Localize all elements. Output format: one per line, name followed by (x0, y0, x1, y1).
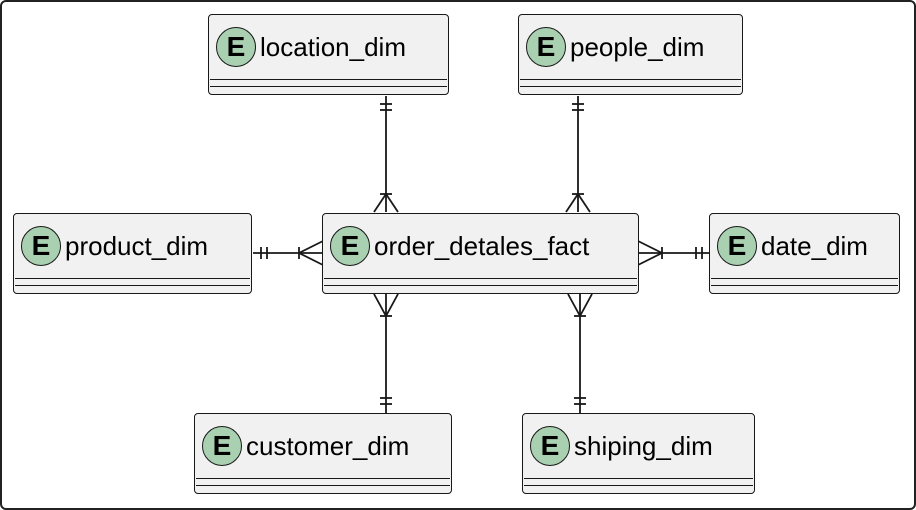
entity-customer-dim[interactable]: E customer_dim (194, 413, 452, 494)
entity-name: people_dim (570, 31, 705, 62)
entity-divider (196, 485, 450, 486)
relationship-product-order (253, 240, 324, 266)
entity-divider (520, 79, 741, 80)
entity-divider (711, 285, 898, 286)
entity-badge: E (717, 226, 757, 266)
entity-badge: E (330, 226, 370, 266)
entity-badge: E (216, 27, 256, 67)
entity-divider (520, 86, 741, 87)
entity-location-dim[interactable]: E location_dim (208, 14, 449, 95)
entity-name: shiping_dim (574, 430, 713, 461)
entity-badge: E (526, 27, 566, 67)
entity-date-dim[interactable]: E date_dim (709, 213, 900, 294)
relationship-date-order (637, 240, 710, 266)
entity-divider (196, 478, 450, 479)
entity-name: date_dim (761, 230, 868, 261)
entity-divider (210, 79, 447, 80)
entity-divider (324, 285, 637, 286)
entity-badge: E (21, 226, 61, 266)
relationship-location-order (373, 96, 399, 213)
entity-badge: E (202, 426, 242, 466)
entity-divider (15, 285, 250, 286)
entity-name: order_detales_fact (374, 230, 590, 261)
entity-divider (524, 478, 753, 479)
entity-name: location_dim (260, 31, 406, 62)
entity-divider (210, 86, 447, 87)
entity-name: customer_dim (246, 430, 410, 461)
relationship-people-order (565, 96, 591, 213)
entity-divider (524, 485, 753, 486)
entity-badge: E (530, 426, 570, 466)
entity-divider (711, 278, 898, 279)
relationship-customer-order (373, 293, 399, 413)
entity-name: product_dim (65, 230, 209, 261)
entity-people-dim[interactable]: E people_dim (518, 14, 743, 95)
entity-divider (324, 278, 637, 279)
entity-product-dim[interactable]: E product_dim (13, 213, 252, 294)
entity-divider (15, 278, 250, 279)
entity-order-detales-fact[interactable]: E order_detales_fact (322, 213, 639, 294)
entity-shiping-dim[interactable]: E shiping_dim (522, 413, 755, 494)
relationship-shiping-order (567, 293, 593, 413)
